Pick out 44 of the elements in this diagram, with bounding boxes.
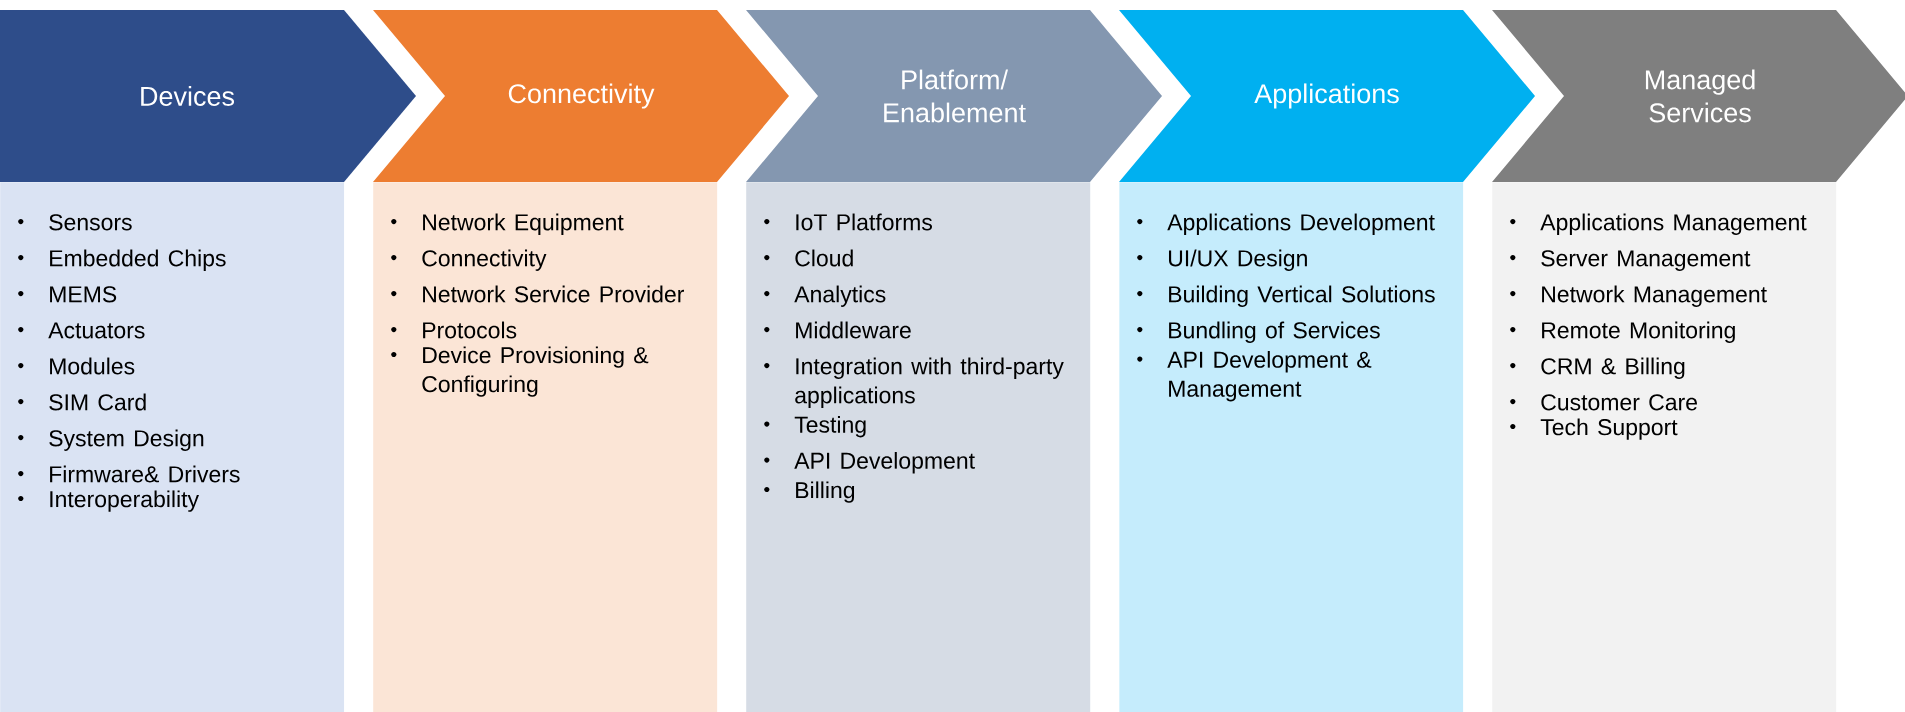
list-item: Interoperability	[50, 490, 199, 512]
list-item: UI/UX Design	[1169, 249, 1307, 271]
list-item: Server Management	[1541, 250, 1751, 271]
stage-header: Managed Services	[1492, 10, 1905, 182]
list-panel	[0, 182, 345, 712]
list-item: Sensors	[49, 214, 132, 231]
list-item: MEMS	[50, 286, 117, 303]
list-item: API Development & Management	[1167, 350, 1372, 402]
list-item: Bundling of Services	[1169, 321, 1380, 343]
list-item: Analytics	[794, 285, 886, 307]
list-item: SIM Card	[49, 393, 146, 411]
stage-header: Devices	[0, 10, 416, 182]
list-item: Embedded Chips	[50, 249, 226, 271]
list-panel	[373, 182, 718, 712]
list-item: CRM & Billing	[1541, 357, 1685, 379]
list-item: Integration with third-party applications	[795, 357, 1064, 408]
list-item: Protocols	[423, 321, 517, 339]
list-item: Customer Care	[1541, 394, 1697, 411]
stage-header: Connectivity	[373, 10, 789, 182]
list-item: Network Equipment	[423, 213, 624, 235]
list-item: Testing	[794, 415, 866, 438]
list-item: Remote Monitoring	[1542, 321, 1735, 343]
list-panel	[746, 182, 1091, 712]
list-item: Building Vertical Solutions	[1169, 285, 1435, 307]
stage-header: Platform/ Enablement	[746, 10, 1162, 182]
list-item: System Design	[49, 429, 204, 451]
list-item: API Development	[794, 451, 975, 474]
list-item: Network Service Provider	[423, 285, 684, 303]
list-item: Modules	[50, 357, 135, 375]
list-item: Actuators	[48, 322, 145, 339]
list-item: Tech Support	[1540, 418, 1678, 440]
list-item: Network Management	[1542, 285, 1767, 307]
list-item: Middleware	[796, 321, 911, 339]
list-panel	[1492, 182, 1837, 712]
list-item: Applications Management	[1540, 213, 1807, 235]
list-panel	[1119, 182, 1464, 712]
stage-header: Applications	[1119, 10, 1535, 182]
list-item: Cloud	[795, 249, 853, 267]
list-item: IoT Platforms	[796, 213, 932, 231]
list-item: Device Provisioning & Configuring	[422, 346, 649, 397]
list-item: Billing	[796, 481, 855, 503]
list-item: Firmware& Drivers	[50, 465, 240, 483]
list-item: Applications Development	[1167, 213, 1435, 235]
list-item: Connectivity	[422, 249, 547, 271]
